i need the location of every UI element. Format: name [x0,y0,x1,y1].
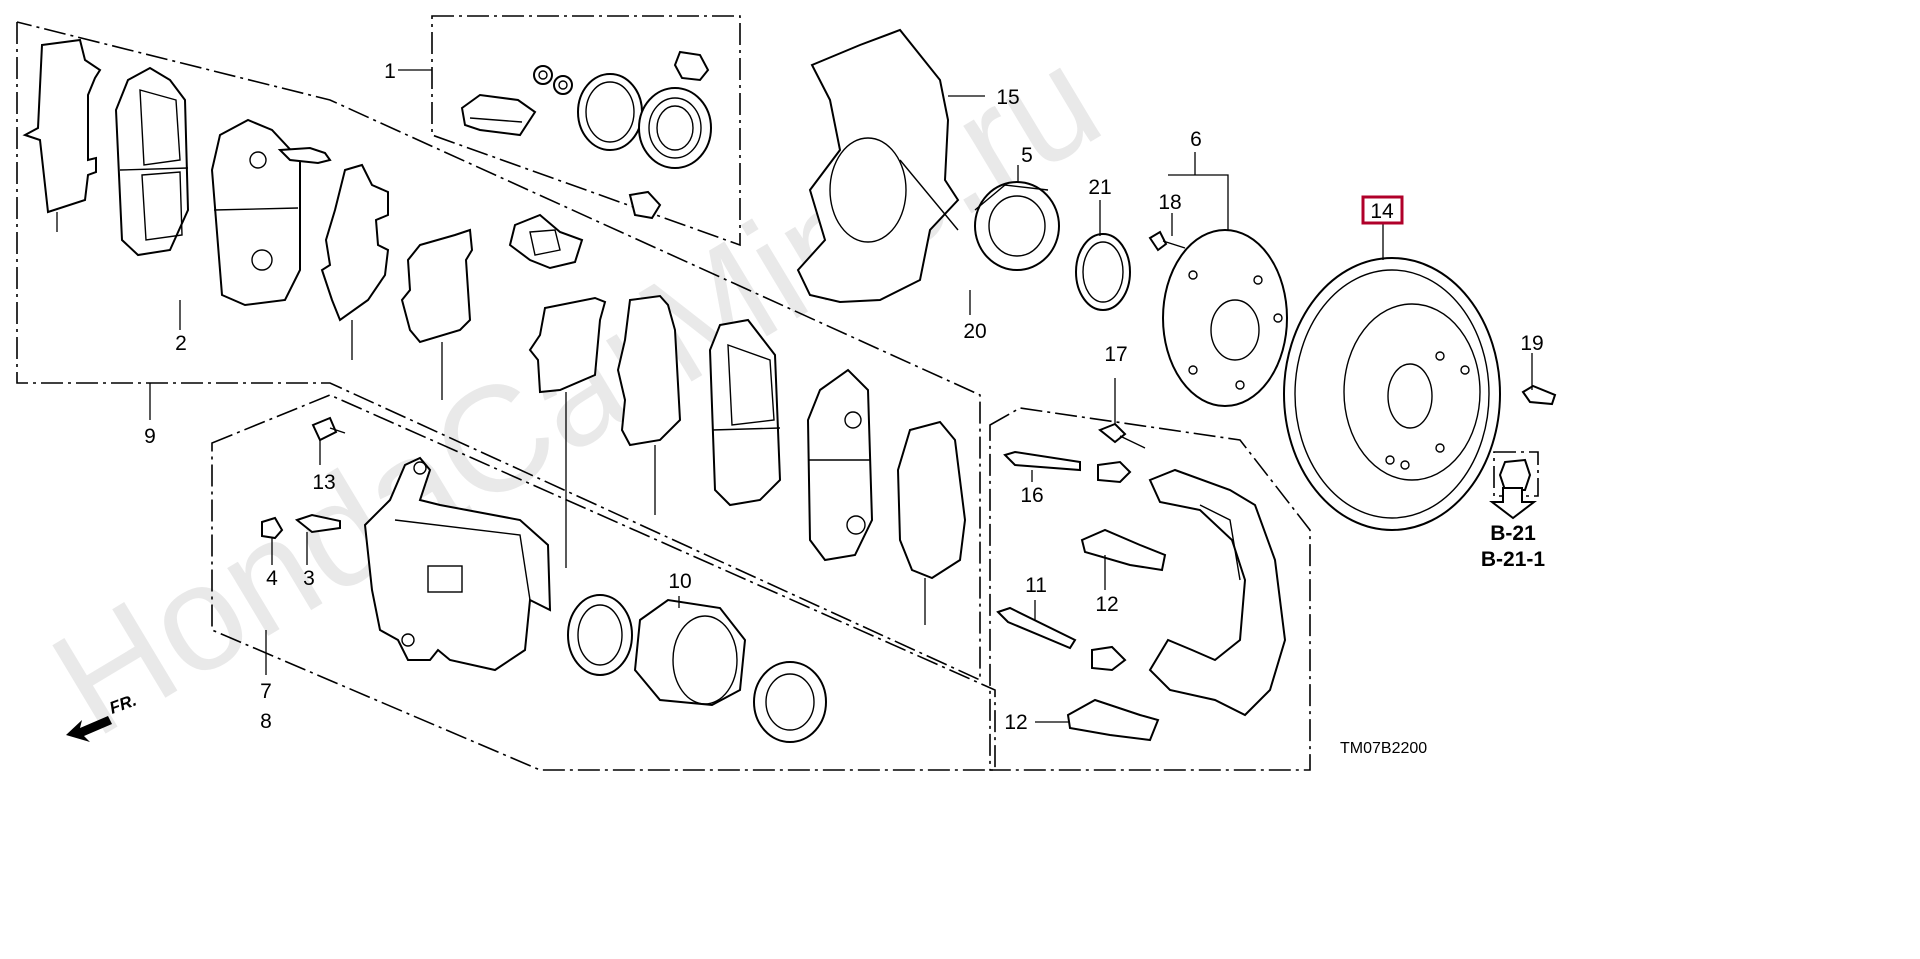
brake-pad-inner-2 [806,368,874,562]
frame-pad-set [16,21,981,682]
front-hub [1162,229,1288,407]
frame-bracket [989,407,1311,771]
callout-11: 11 [1025,574,1047,597]
reference-arrow-icon [1489,487,1537,520]
reference-link-b21[interactable]: B-21 [1490,522,1536,545]
callout-17: 17 [1104,343,1127,366]
guide-pin-lower [996,606,1077,650]
front-label: FR. [107,691,139,718]
pad-spring-upper [1080,528,1167,572]
splash-shield [796,28,960,304]
hub-nut [1493,451,1539,497]
guide-pin-upper [1003,450,1081,472]
bracket-bolt [1098,422,1146,449]
pin-boot-lower [1091,645,1127,672]
callout-8: 8 [260,710,272,733]
wheel-bearing [974,181,1060,271]
callout-10: 10 [668,570,691,593]
leader-lines [56,69,1533,723]
pad-shim-e [896,420,967,580]
bleed-screw [294,513,341,534]
pad-shim-outer-1 [22,38,102,214]
callout-16: 16 [1020,484,1043,507]
callout-20: 20 [963,320,986,343]
pad-shim-b [400,228,474,344]
callout-6: 6 [1190,128,1202,151]
brake-pad-outer-2 [708,318,782,507]
caliper-bolt [311,416,346,442]
callout-18: 18 [1158,191,1181,214]
callout-15: 15 [996,86,1019,109]
front-direction-indicator: FR. [66,691,139,742]
disc-screw [1521,384,1557,406]
frame-seal-kit [431,15,741,247]
piston-boot [753,661,827,743]
callout-3: 3 [303,567,315,590]
pad-retainer-clip [508,213,584,270]
reference-link-b21-1[interactable]: B-21-1 [1481,548,1546,571]
callout-4: 4 [266,567,278,590]
group-frames [16,15,1311,771]
pin-boot-upper [1097,460,1132,484]
caliper-body [363,456,552,672]
brake-assembly-diagram: 1 2 3 4 5 6 7 8 9 10 11 12 12 13 14 15 1… [16,15,1557,771]
diagram-code: TM07B2200 [1340,740,1427,757]
bleeder-cap [261,516,284,540]
snap-ring [1075,233,1131,311]
callout-7: 7 [260,680,272,703]
brake-disc [1283,257,1501,531]
caliper-bracket [1148,468,1287,717]
brake-pad-outer [114,66,190,257]
pad-shim-a [320,163,390,322]
callout-19: 19 [1520,332,1543,355]
brake-pad-inner [210,118,332,307]
callout-21: 21 [1088,176,1111,199]
pad-spring-lower [1066,698,1160,742]
callout-1: 1 [384,60,396,83]
highlight-box-part-14 [1361,195,1404,225]
callout-13: 13 [312,471,335,494]
pad-shim-d [616,294,682,447]
hub-bolt [1148,230,1186,252]
callout-12a: 12 [1095,593,1118,616]
piston-seal [567,594,633,676]
callout-12b: 12 [1004,711,1027,734]
callout-labels: 1 2 3 4 5 6 7 8 9 10 11 12 12 13 14 15 1… [144,60,1544,734]
frame-caliper [211,394,996,771]
callout-5: 5 [1021,144,1033,167]
seal-kit-parts [460,50,712,220]
callout-2: 2 [175,332,187,355]
pad-shim-c [528,296,607,394]
piston [633,598,747,707]
front-arrow-icon [66,716,112,742]
callout-14: 14 [1370,200,1394,223]
callout-9: 9 [144,425,156,448]
